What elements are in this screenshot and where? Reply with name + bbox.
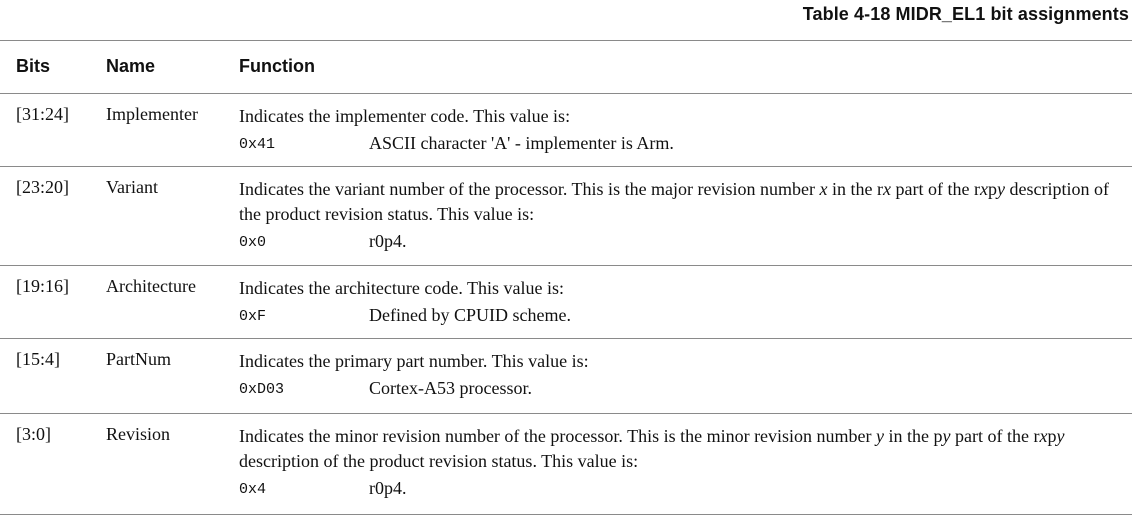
value-code: 0xF	[239, 308, 267, 325]
function-description: Indicates the implementer code. This val…	[239, 106, 571, 126]
value-row: 0x4 r0p4.	[239, 478, 1119, 506]
value-meaning: Defined by CPUID scheme.	[369, 305, 571, 325]
table-row: [23:20] Variant Indicates the variant nu…	[0, 167, 1132, 266]
table-header: Bits Name Function	[0, 41, 1132, 94]
table-row: [31:24] Implementer Indicates the implem…	[0, 94, 1132, 167]
value-meaning: Cortex-A53 processor.	[369, 378, 532, 398]
function-cell: Indicates the minor revision number of t…	[239, 424, 1119, 506]
header-function: Function	[239, 56, 315, 76]
function-description: Indicates the minor revision number of t…	[239, 426, 1065, 471]
name-cell: Implementer	[106, 104, 198, 124]
bits-cell: [19:16]	[16, 276, 69, 296]
table-caption: Table 4-18 MIDR_EL1 bit assignments	[802, 4, 1129, 24]
header-bits: Bits	[16, 56, 51, 76]
name-cell: Architecture	[106, 276, 196, 296]
value-row: 0x41 ASCII character 'A' - implementer i…	[239, 133, 1119, 161]
bits-cell: [3:0]	[16, 424, 51, 444]
bits-cell: [23:20]	[16, 177, 69, 197]
function-cell: Indicates the implementer code. This val…	[239, 104, 1119, 161]
value-code: 0x41	[239, 136, 276, 153]
name-cell: PartNum	[106, 349, 171, 369]
value-meaning: r0p4.	[369, 478, 407, 498]
value-code: 0x4	[239, 481, 267, 498]
bits-cell: [31:24]	[16, 104, 69, 124]
bit-assignments-table: Bits Name Function [31:24] Implementer I…	[0, 40, 1132, 515]
value-meaning: ASCII character 'A' - implementer is Arm…	[369, 133, 674, 153]
function-cell: Indicates the primary part number. This …	[239, 349, 1119, 406]
value-code: 0xD03	[239, 381, 285, 398]
header-name: Name	[106, 56, 156, 76]
function-description: Indicates the variant number of the proc…	[239, 179, 1109, 224]
name-cell: Revision	[106, 424, 171, 444]
value-row: 0xF Defined by CPUID scheme.	[239, 305, 1119, 333]
value-meaning: r0p4.	[369, 231, 407, 251]
bits-cell: [15:4]	[16, 349, 60, 369]
function-cell: Indicates the architecture code. This va…	[239, 276, 1119, 333]
table-row: [19:16] Architecture Indicates the archi…	[0, 266, 1132, 339]
value-row: 0xD03 Cortex-A53 processor.	[239, 378, 1119, 406]
function-description: Indicates the architecture code. This va…	[239, 278, 565, 298]
table-row: [15:4] PartNum Indicates the primary par…	[0, 339, 1132, 414]
value-code: 0x0	[239, 234, 267, 251]
table-row: [3:0] Revision Indicates the minor revis…	[0, 414, 1132, 515]
function-description: Indicates the primary part number. This …	[239, 351, 589, 371]
value-row: 0x0 r0p4.	[239, 231, 1119, 259]
function-cell: Indicates the variant number of the proc…	[239, 177, 1119, 259]
name-cell: Variant	[106, 177, 158, 197]
